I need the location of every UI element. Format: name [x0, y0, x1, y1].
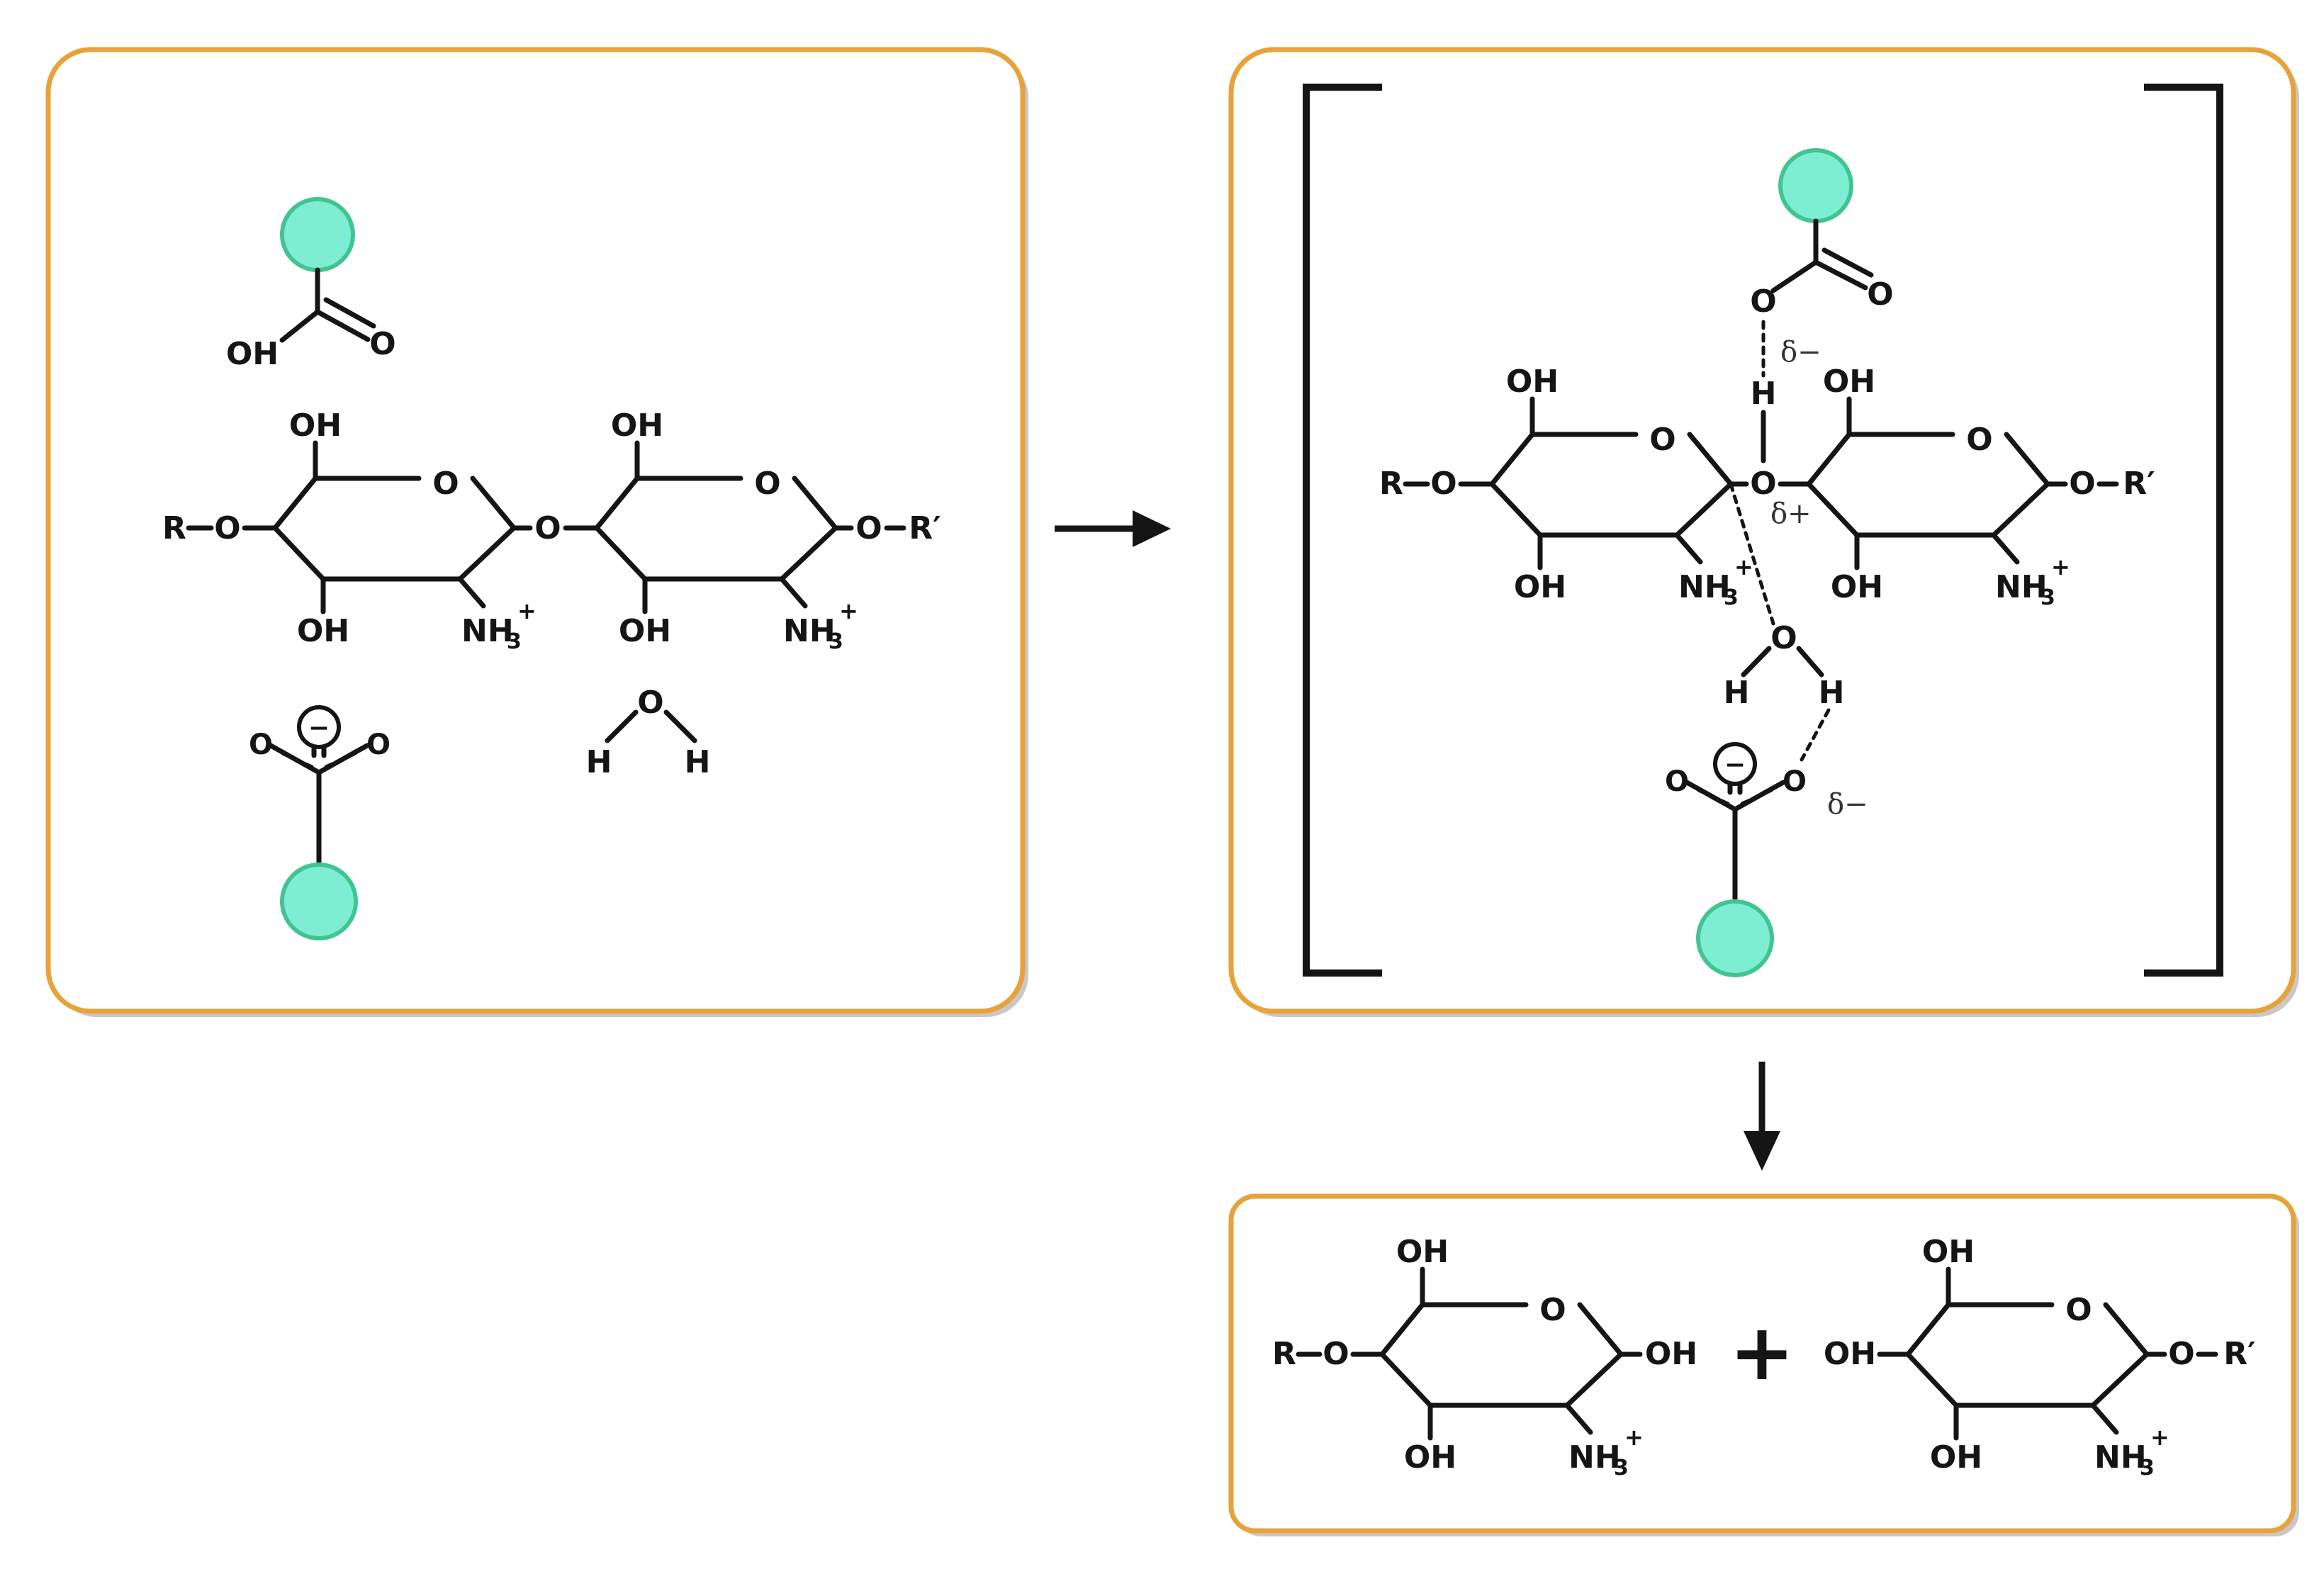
water-hydrogen-right-label: H	[1819, 675, 1845, 711]
water-hydrogen-right-label: H	[685, 744, 711, 780]
partial-negative-label: δ−	[1780, 336, 1821, 369]
bracket-left	[1303, 84, 1382, 977]
carboxylic-acid-bead: OH O	[226, 197, 396, 372]
r-prime-oxygen-label: O	[855, 510, 882, 546]
protonating-acid: O O δ− H	[1750, 148, 1894, 463]
r-prime-oxygen-label: O	[2069, 466, 2095, 502]
water-oxygen-label: O	[637, 685, 663, 721]
acid-carbonyl-label: O	[369, 326, 395, 362]
partial-positive-label: δ+	[1770, 498, 1812, 530]
water-oxygen-label: O	[1770, 620, 1797, 656]
reactants-panel: OH O R O O O R′ O H H	[45, 47, 1028, 1017]
chitosan-dimer: R O O O R′	[162, 407, 941, 654]
r-prime-group-label: R′	[909, 510, 941, 546]
r-oxygen-label: O	[1323, 1336, 1349, 1372]
r-oxygen-label: O	[1430, 466, 1456, 502]
product-right: OH O R′	[1824, 1234, 2256, 1480]
water-hydrogen-left-label: H	[1724, 675, 1750, 711]
polymer-bead-icon	[1778, 148, 1853, 223]
bracket-right	[2144, 84, 2223, 977]
r-prime-oxygen-label: O	[2168, 1336, 2194, 1372]
product-left: R O OH	[1272, 1234, 1697, 1480]
r-group-label: R	[1379, 466, 1403, 502]
reaction-arrow-right	[1055, 510, 1171, 547]
r-prime-group-label: R′	[2223, 1336, 2255, 1372]
acid-carbonyl-label: O	[1867, 276, 1893, 313]
anomeric-hydroxyl-label: OH	[1645, 1336, 1697, 1372]
glycosidic-oxygen-label: O	[534, 510, 561, 546]
r-group-label: R	[162, 510, 186, 546]
transition-state-panel-frame	[1228, 47, 2296, 1014]
water-molecule: O H H	[586, 685, 711, 780]
chitosan-dimer-activated: R O O δ+ O R′	[1379, 364, 2155, 610]
acid-proton-label: H	[1751, 376, 1777, 412]
polymer-bead-icon	[280, 197, 355, 272]
attacking-water: O H H	[1724, 482, 1845, 762]
r-group-label: R	[1272, 1336, 1296, 1372]
acid-hydroxyl-label: OH	[226, 336, 279, 372]
c4-hydroxyl-label: OH	[1824, 1336, 1876, 1372]
products-panel: R O OH + OH O R′	[1228, 1193, 2299, 1536]
reaction-arrow-down	[1744, 1062, 1780, 1171]
reactants-panel-frame	[45, 47, 1026, 1014]
acid-oxygen-label: O	[1750, 283, 1776, 320]
r-prime-group-label: R′	[2123, 466, 2155, 502]
r-oxygen-label: O	[214, 510, 240, 546]
transition-state-panel: O O δ− H R O O δ+ O R′ O	[1228, 47, 2299, 1017]
plus-sign: +	[1729, 1307, 1795, 1398]
partial-negative-label-2: δ−	[1827, 788, 1868, 821]
glycosidic-oxygen-label: O	[1750, 466, 1776, 502]
water-hydrogen-left-label: H	[586, 744, 612, 780]
products-panel-frame	[1228, 1193, 2296, 1534]
